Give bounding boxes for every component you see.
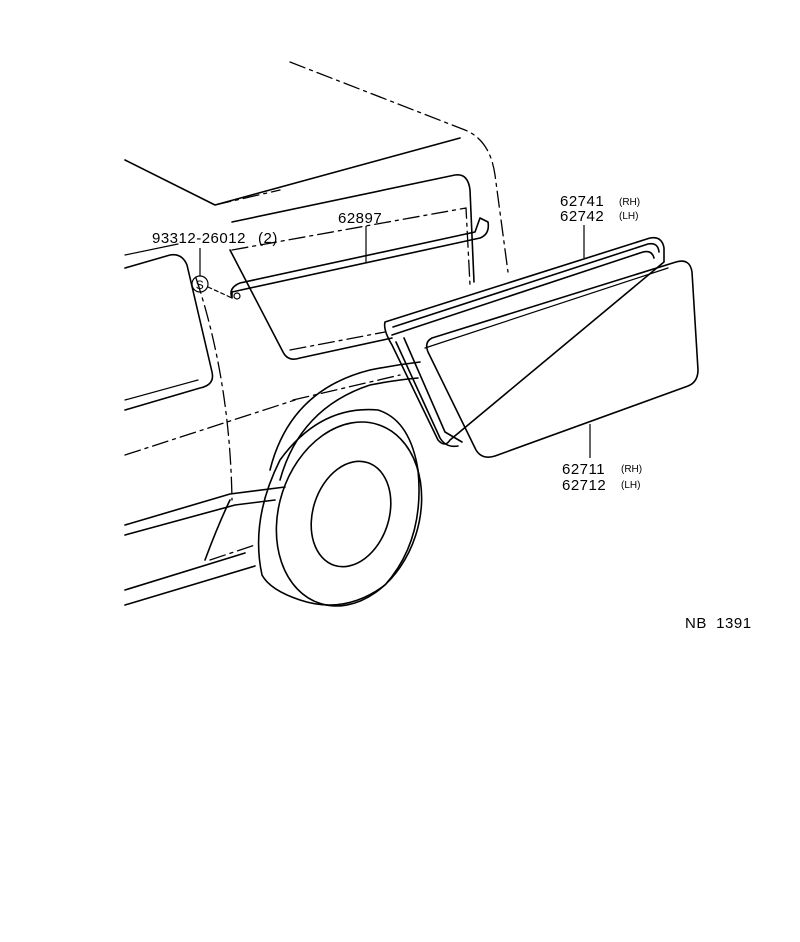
screw-symbol: S <box>196 278 205 292</box>
side-window-inner <box>124 243 179 256</box>
side-window-inner-bottom <box>124 379 199 401</box>
quarter-window-bottom <box>229 249 393 360</box>
molding-part <box>230 217 490 300</box>
wheel <box>257 408 423 607</box>
frame-outer <box>383 236 665 445</box>
frame-inner-1 <box>392 242 660 328</box>
lower-body-line <box>124 486 286 526</box>
screw-part-number: 93312-26012 <box>152 230 246 247</box>
frame-rh-part: 62741 <box>560 193 604 210</box>
frame-rh-side: (RH) <box>619 197 640 208</box>
window-glass <box>424 260 699 458</box>
wheel-arch-dash <box>292 374 401 401</box>
roof-edge <box>214 189 281 206</box>
molding-hole <box>233 292 241 300</box>
reference-code: NB 1391 <box>685 615 752 632</box>
screw-part: S <box>191 248 233 299</box>
molding-bar <box>230 217 490 299</box>
rocker-line-2 <box>124 565 256 606</box>
rear-pillar-lower <box>204 499 231 561</box>
glass-outline <box>425 260 699 458</box>
glass-lh-part: 62712 <box>562 477 606 494</box>
frame-inner-3 <box>403 337 463 443</box>
lower-body-line-2 <box>124 499 276 536</box>
tire-tread <box>275 421 423 607</box>
wheel-arch-inner <box>279 377 419 481</box>
glass-rh-side: (RH) <box>621 464 642 475</box>
glass-lh-side: (LH) <box>621 480 640 491</box>
frame-lh-part: 62742 <box>560 208 604 225</box>
side-window <box>124 253 214 411</box>
door-pillar <box>195 277 233 501</box>
frame-inner-4 <box>395 341 459 448</box>
vehicle-body <box>124 61 509 606</box>
rocker-dash <box>209 544 256 561</box>
callout-molding: 62897 <box>338 210 382 227</box>
screw-dash-leader <box>207 286 233 299</box>
callout-window-frame: 62741 (RH) 62742 (LH) <box>560 193 640 225</box>
glass-edge <box>424 267 669 349</box>
quarter-window-dash <box>231 207 471 286</box>
wheel-arch-outer <box>269 361 421 471</box>
glass-rh-part: 62711 <box>562 461 605 478</box>
callout-glass: 62711 (RH) 62712 (LH) <box>562 461 642 494</box>
window-frame <box>383 225 665 448</box>
quarter-window-lower-dash <box>289 331 386 351</box>
molding-part-number: 62897 <box>338 210 382 227</box>
tire-outer <box>257 408 420 606</box>
quarter-window-opening <box>231 173 475 283</box>
frame-lh-side: (LH) <box>619 211 638 222</box>
wheel-rim <box>310 460 392 568</box>
rocker-line <box>124 552 246 591</box>
roof-rail <box>289 61 509 273</box>
callout-screw: 93312-26012 (2) <box>152 230 278 247</box>
frame-inner-2 <box>391 250 655 336</box>
belt-line <box>124 399 296 456</box>
screw-quantity: (2) <box>258 230 278 247</box>
roof-line <box>124 137 461 206</box>
